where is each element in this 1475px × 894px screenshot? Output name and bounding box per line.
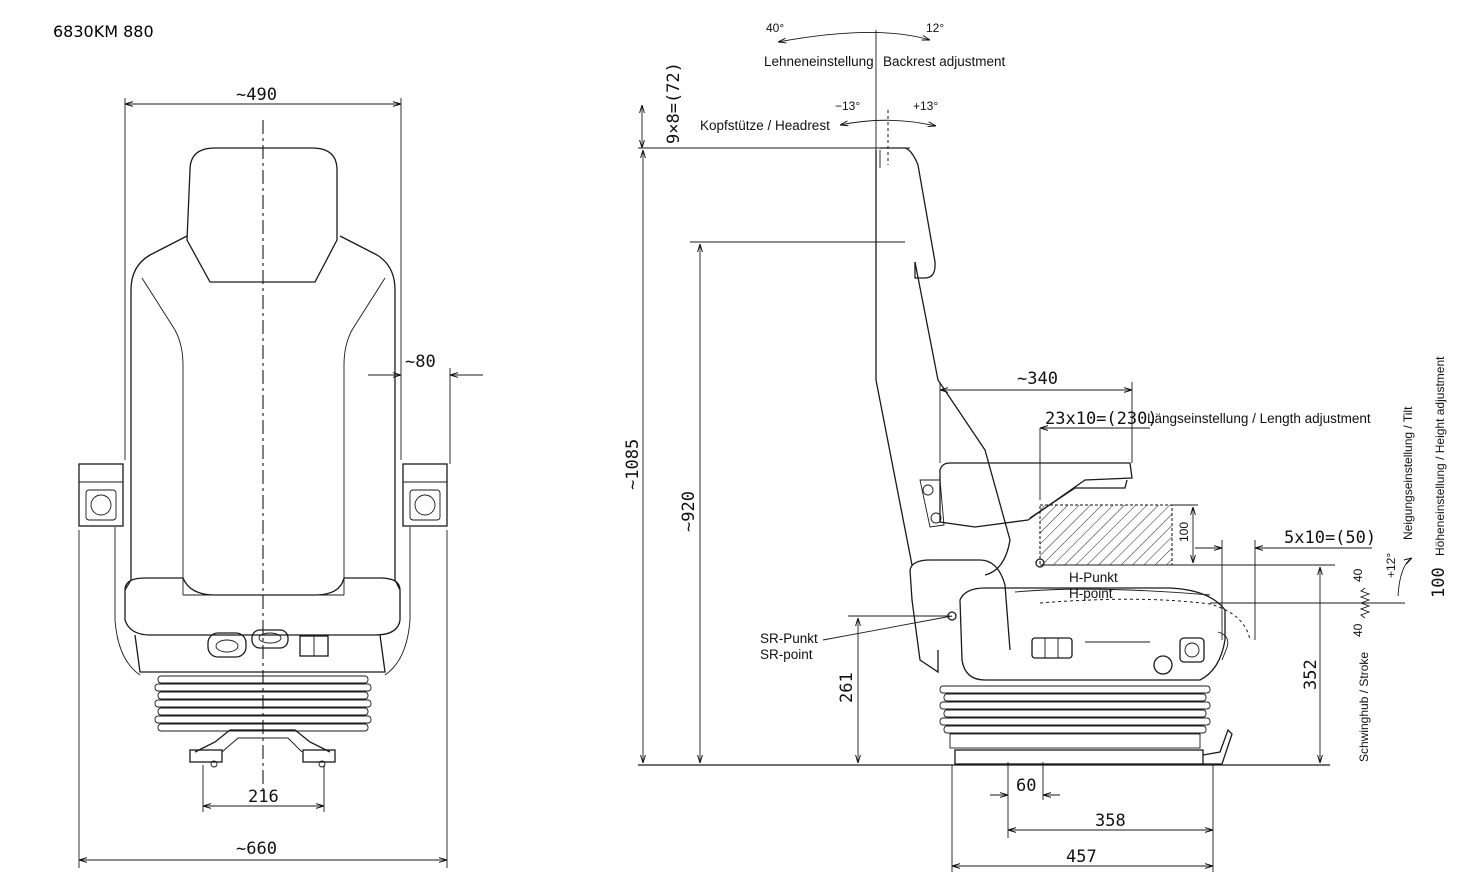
backrest-angle-back: 40° [766,21,784,35]
headrest-plus: +13° [913,99,938,113]
dim-backrest-height: ~920 [679,491,699,532]
tilt-angle: +12° [1384,553,1398,578]
headrest-minus: −13° [835,99,860,113]
headrest-label: Kopfstütze / Headrest [700,118,830,133]
stroke-label: Schwinghub / Stroke [1357,652,1371,762]
dim-box-height: 100 [1177,522,1191,542]
dim-total-width: ~660 [236,839,277,859]
dim-seat-height: 352 [1301,659,1321,690]
suspension-bellows-front [154,675,372,732]
model-title: 6830KM 880 [53,22,154,41]
dim-armrest-length: ~340 [1017,369,1058,389]
dim-armrest-width: ~80 [405,352,436,372]
stroke-up: 40 [1351,568,1365,582]
height-label: Höheneinstellung / Height adjustment [1433,356,1447,556]
stroke-down: 40 [1351,623,1365,637]
h-point-de: H-Punkt [1069,570,1118,585]
sr-point-de: SR-Punkt [760,631,818,646]
dim-358: 358 [1095,811,1126,831]
dim-457: 457 [1066,847,1097,867]
backrest-label-en: Backrest adjustment [883,54,1006,69]
h-point-en: H-point [1069,586,1113,601]
dim-base-width: 216 [248,787,279,807]
suspension-bellows-side [939,685,1211,749]
headrest-steps: 9×8=(72) [664,62,684,144]
dim-total-height: ~1085 [623,439,643,490]
sr-point-en: SR-point [760,647,813,662]
dim-60: 60 [1016,776,1036,796]
dim-sr-height: 261 [837,672,857,703]
dim-width-top: ~490 [236,85,277,105]
tilt-steps: 5x10=(50) [1284,528,1376,548]
length-adj-label: Längseinstellung / Length adjustment [1147,411,1371,426]
height-value: 100 [1429,567,1449,598]
backrest-angle-fwd: 12° [926,21,944,35]
front-view: ~490 ~80 216 ~660 [78,85,483,868]
backrest-label-de: Lehneneinstellung [764,54,874,69]
tilt-label: Neigungseinstellung / Tilt [1401,406,1415,540]
length-adj-value: 23x10=(230) [1045,409,1158,429]
side-view: 40° 12° Lehneneinstellung Backrest adjus… [623,21,1449,872]
